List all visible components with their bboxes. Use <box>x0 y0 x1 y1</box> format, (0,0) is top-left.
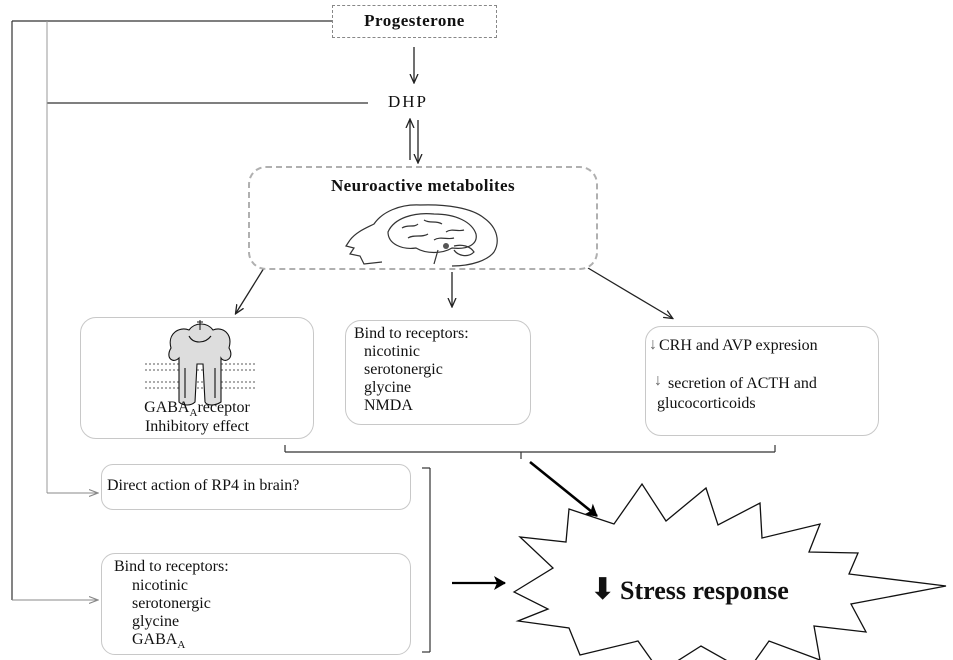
direct-action-label: Direct action of RP4 in brain? <box>107 477 300 494</box>
brain-head-icon <box>345 204 498 267</box>
acth-secretion-label: secretion of ACTH and <box>668 375 817 392</box>
neuroactive-label: Neuroactive metabolites <box>330 176 516 195</box>
progesterone-label: Progesterone <box>364 11 465 30</box>
down-arrow-icon: ↓ <box>649 336 657 353</box>
receptor-item: nicotinic <box>364 343 420 360</box>
glucocorticoids-label: glucocorticoids <box>657 395 756 412</box>
down-arrow-icon: ↓ <box>654 372 662 389</box>
receptor-item: glycine <box>132 613 180 630</box>
receptor-item: serotonergic <box>364 361 443 378</box>
gaba-receptor-icon <box>145 320 255 406</box>
receptor-item-gaba: GABAA <box>132 630 185 655</box>
gaba-subscript: A <box>189 407 198 420</box>
stress-response-label: Stress response <box>620 576 789 605</box>
progesterone-box: Progesterone <box>332 5 497 38</box>
gaba-receptor-box: GABAAreceptor Inhibitory effect <box>80 317 314 439</box>
neuroactive-metabolites-box: Neuroactive metabolites <box>248 166 598 270</box>
receptor-item: NMDA <box>364 397 413 414</box>
gaba-text: GABA <box>144 399 190 416</box>
gaba-receptor-label: GABAAreceptor <box>81 399 313 419</box>
direct-action-box: Direct action of RP4 in brain? <box>101 464 411 510</box>
crh-avp-expression-label: CRH and AVP expresion <box>659 337 818 354</box>
receptor-text: receptor <box>197 399 250 416</box>
stress-starburst <box>512 482 947 660</box>
bind-receptors-box: Bind to receptors: nicotinic serotonergi… <box>345 320 531 425</box>
gaba-subscript: A <box>177 639 186 652</box>
gaba-text: GABA <box>132 631 178 648</box>
bold-down-arrow-icon: ⬇ <box>590 572 616 607</box>
bind-receptors-box-lower: Bind to receptors: nicotinic serotonergi… <box>101 553 411 655</box>
inhibitory-effect-label: Inhibitory effect <box>144 418 250 435</box>
dhp-label: DHP <box>388 92 429 111</box>
receptor-item: glycine <box>364 379 412 396</box>
receptor-item: serotonergic <box>132 595 211 612</box>
bind-receptors-title: Bind to receptors: <box>114 558 229 575</box>
receptor-item: nicotinic <box>132 577 188 594</box>
bind-receptors-title: Bind to receptors: <box>354 325 469 342</box>
hpa-axis-box: ↓ CRH and AVP expresion ↓ secretion of A… <box>645 326 879 436</box>
